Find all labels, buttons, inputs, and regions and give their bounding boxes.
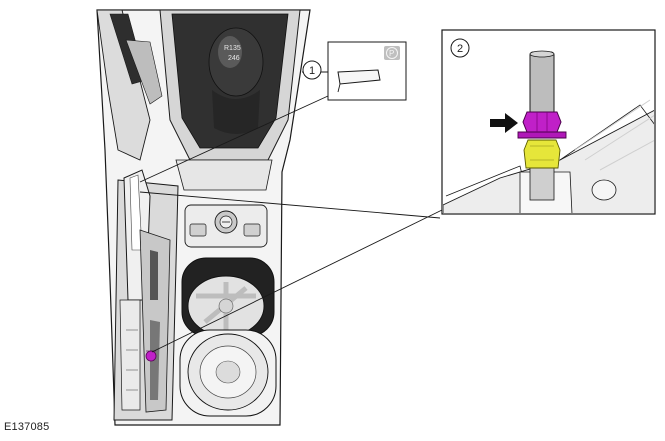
center-console: R135 246 (96, 9, 311, 426)
nut-part (517, 111, 567, 139)
detail-box-1: P (327, 41, 407, 101)
gear-knob: R135 246 (208, 27, 264, 134)
cupholder-upper (181, 257, 275, 337)
parking-symbol-letter: P (389, 49, 394, 58)
callout-2-number: 2 (457, 43, 463, 55)
callout-1: 1 (302, 60, 322, 80)
gear-pattern-row2: 246 (228, 55, 240, 62)
cupholder-lower (179, 329, 277, 417)
gear-pattern-row1: R135 (224, 45, 241, 52)
switch-panel (184, 204, 268, 248)
callout-2: 2 (450, 38, 470, 58)
nut-location-marker (145, 350, 157, 362)
callout-1-number: 1 (309, 65, 315, 77)
detail-box-2 (441, 29, 656, 215)
figure-id-label: E137085 (4, 421, 50, 433)
parking-brake-lever (113, 169, 179, 421)
arrow-right-icon (490, 113, 518, 133)
sleeve-part (523, 139, 561, 169)
